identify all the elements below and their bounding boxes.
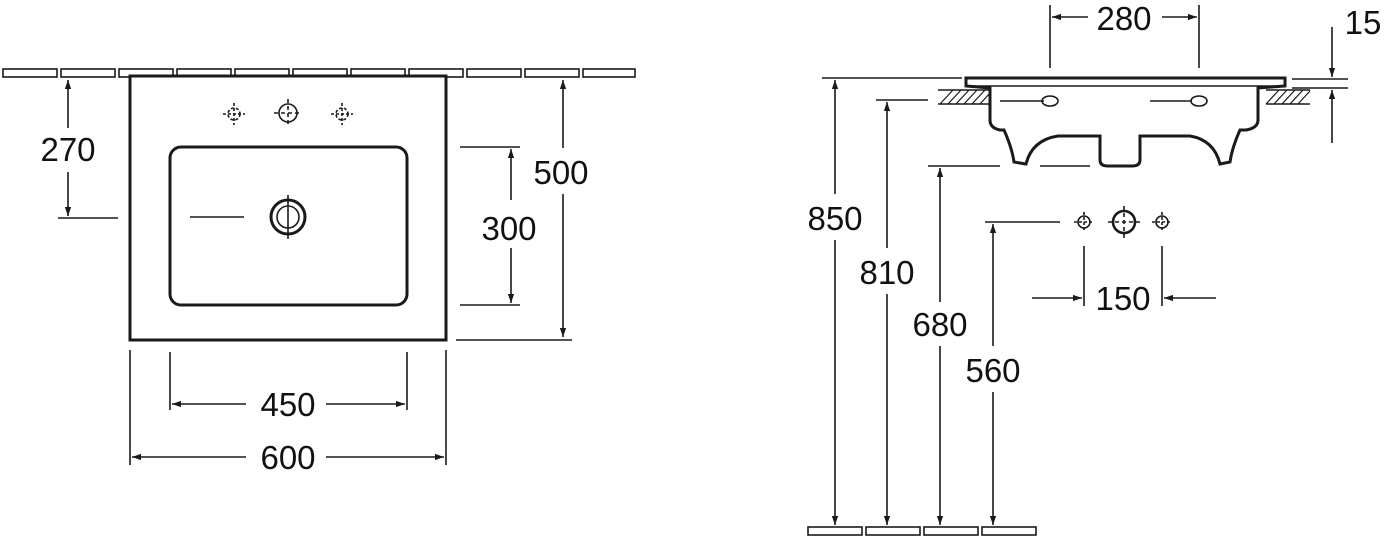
dim-bowl-width-label: 450: [260, 386, 315, 423]
dim-outer-width-label: 600: [260, 439, 315, 476]
dim-drain-offset-label: 270: [40, 131, 95, 168]
tap-hole-icon: [274, 99, 302, 127]
side-tap-hole-left-icon: [1000, 95, 1059, 107]
side-view: 280 15 850 810: [807, 0, 1381, 536]
dim-supply-height: 560: [965, 221, 1060, 525]
dim-bowl-height: 810: [859, 99, 928, 525]
dim-pipe-height-label: 680: [912, 306, 967, 343]
dim-depth-label: 500: [533, 154, 588, 191]
tap-hole-left-icon: [223, 103, 245, 125]
drain-icon: [190, 195, 307, 239]
wall-bracket-right: [1265, 89, 1311, 105]
dim-rim-thickness-label: 15: [1345, 4, 1382, 41]
dim-bowl-height-label: 810: [859, 254, 914, 291]
tap-hole-right-icon: [331, 103, 353, 125]
dim-pipe-height: 680: [912, 165, 1090, 525]
dim-top-height-label: 850: [807, 200, 862, 237]
supply-left-icon: [1074, 212, 1094, 232]
dim-rim-width-label: 280: [1096, 0, 1151, 37]
dim-top-height: 850: [807, 77, 962, 525]
dim-drain-offset: 270: [40, 80, 118, 219]
supply-connection-icon: [1108, 206, 1140, 240]
side-tap-hole-right-icon: [1150, 95, 1208, 107]
dim-bowl-width: 450: [169, 352, 408, 423]
dim-outer-width: 600: [129, 350, 447, 476]
dim-bowl-depth-label: 300: [481, 210, 536, 247]
dim-depth: 500: [456, 80, 589, 341]
basin-side-profile: [964, 76, 1287, 168]
wall-bracket-left: [938, 89, 991, 105]
dim-tap-spacing: 150: [1032, 246, 1216, 317]
dim-bowl-depth: 300: [460, 146, 537, 306]
supply-right-icon: [1152, 212, 1172, 232]
dim-tap-spacing-label: 150: [1095, 280, 1150, 317]
dim-supply-height-label: 560: [965, 352, 1020, 389]
dim-rim-thickness: 15: [1292, 4, 1381, 143]
top-view: 270 300 500 450: [2, 68, 636, 476]
dim-rim-width: 280: [1049, 0, 1200, 68]
floor-tiles: [807, 526, 1037, 536]
